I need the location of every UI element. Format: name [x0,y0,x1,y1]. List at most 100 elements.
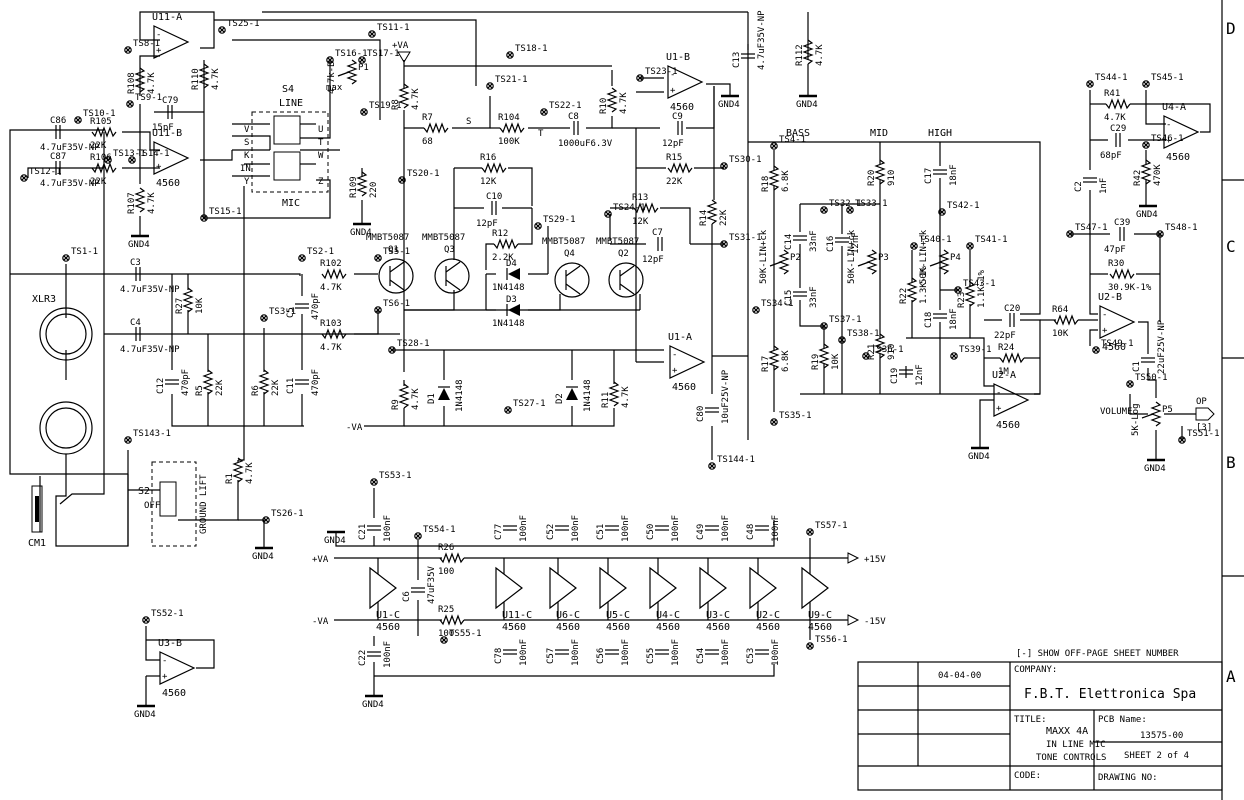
capacitor-ref: C9 [672,112,683,122]
opamp-minus: - [672,350,677,360]
testpoint-cross [807,643,813,649]
opamp-plus: + [156,46,162,56]
opamp-triangle [667,65,704,99]
testpoint-cross [807,529,813,535]
pot-wiper [1141,413,1154,419]
net-s: S [466,117,471,127]
supply-opamp-part: 4560 [706,622,730,633]
resistor-value: 4.7K [147,192,157,214]
s4-pin-left-4: Y [244,177,250,187]
resistor-value: 12K [632,217,649,227]
testpoint-cross [955,287,961,293]
testpoint-label: TS13-1 [113,149,146,159]
testpoint-cross [299,255,305,261]
resistor-body [818,343,830,369]
resistor-ref: R102 [320,259,342,269]
resistor-body [706,199,718,225]
capacitor-ref: C53 [746,648,756,664]
pot-ref: P3 [878,253,889,263]
testpoint-cross [399,177,405,183]
capacitor-ref: C2 [1074,181,1084,192]
resistor-value: 22K [90,177,107,187]
transistor-ref: Q2 [618,249,629,259]
testpoint-label: TS33-1 [855,199,888,209]
ground-label: GND4 [718,100,740,110]
tb-date: 04-04-00 [938,671,981,681]
resistor-ref: R26 [438,543,454,553]
testpoint-label: TS37-1 [829,315,862,325]
testpoint-label: TS1-1 [71,247,98,257]
testpoint-circle [846,206,854,214]
resistor-ref: R6 [251,385,261,396]
opamp-ref: U4-A [1162,102,1186,113]
testpoint-circle [504,406,512,414]
ground-label: GND4 [350,228,372,238]
capacitor-value: 100nF [571,515,581,542]
opamp-plus: + [162,672,168,682]
sheet-frame: D C B A [1221,0,1244,800]
ground-label: GND4 [134,710,156,720]
resistor-body [91,126,117,138]
opamp-triangle [993,383,1030,417]
tb-drawing-label: DRAWING NO: [1098,773,1158,783]
resistor-value: 4.7K [815,44,825,66]
tb-title-line-3: TONE CONTROLS [1036,753,1106,763]
testpoint-label: TS25-1 [227,19,260,29]
ground-label: GND4 [1144,464,1166,474]
testpoint-circle [358,56,366,64]
opamp-part: 4560 [1166,152,1190,163]
resistor-body [874,333,886,359]
resistor-ref: R108 [127,72,137,94]
resistor-ref: R1 [225,473,235,484]
testpoint-circle [360,108,368,116]
transistor-lead [445,261,461,273]
zone-label-c: C [1226,237,1236,256]
capacitor-ref: C5 [286,307,296,318]
resistor-ref: R22 [899,288,909,304]
testpoint-cross [369,31,375,37]
resistor-symbols: R10522KR10622KR768R104100KR1612KR1522KR1… [90,39,1163,639]
capacitor-ref: C86 [50,116,66,126]
resistor-value: 22K [215,379,225,396]
capacitor-ref: C55 [646,648,656,664]
transistor-lead [619,283,635,295]
capacitor-ref: C77 [494,524,504,540]
capacitor-value: 12nF [915,364,925,386]
resistor-body [321,328,347,340]
testpoint-label: TS19-1 [369,101,402,111]
testpoint-cross [1179,437,1185,443]
testpoint-circle [20,174,28,182]
diode-part: 1N4148 [583,379,593,412]
testpoint-cross [1143,142,1149,148]
net-vap-rail: +VA [312,555,329,565]
capacitor-ref: C11 [286,378,296,394]
capacitor-value: 68pF [1100,151,1122,161]
capacitor-value: 47pF [1104,245,1126,255]
pot-body [778,249,790,275]
resistor-body [232,457,244,483]
testpoint-circle [326,56,334,64]
opamp-symbols: -+U11-A-+U1-B4560-+U11-B4560-+U4-A4560-+… [152,12,1200,699]
opamp-triangle [1099,305,1136,339]
resistor-value: 4.7K [320,343,342,353]
testpoint-circle [370,478,378,486]
testpoint-label: TS44-1 [1095,73,1128,83]
resistor-ref: R10 [599,98,609,114]
supply-opamp-ref: U4-C [656,610,680,621]
supply-opamp-triangle [549,566,577,610]
testpoint-label: TS27-1 [513,399,546,409]
testpoint-circle [1156,230,1164,238]
testpoint-circle [770,142,778,150]
testpoint-label: TS22-1 [549,101,582,111]
resistor-value: 4.7K [320,283,342,293]
opamp-minus: - [1166,120,1171,130]
resistor-body [134,67,146,93]
opamp-ref: U1-A [668,332,692,343]
capacitor-value: 1000uF6.3V [558,139,613,149]
resistor-ref: R30 [1108,259,1124,269]
pot-value: 50K-LIN+ck [759,229,769,284]
testpoint-label: TS57-1 [815,521,848,531]
testpoint-cross [967,243,973,249]
